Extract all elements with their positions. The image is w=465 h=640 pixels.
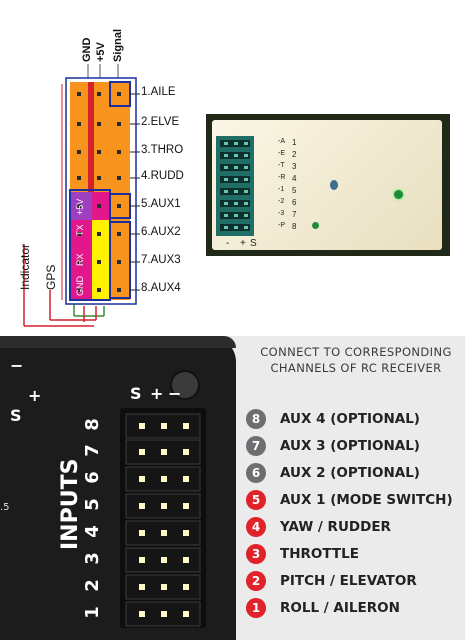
channel-label-4: 4.RUDD xyxy=(141,170,184,182)
input-number-1: 1 xyxy=(81,606,103,619)
header-signal-label: Signal xyxy=(112,28,124,62)
label-leaders xyxy=(130,93,140,291)
instruction-line-2: CHANNELS OF RC RECEIVER xyxy=(270,361,442,375)
input-number-4: 4 xyxy=(81,525,103,538)
rx-pin-label-t: -T xyxy=(278,162,285,169)
input-number-2: 2 xyxy=(81,579,103,592)
header-gnd-label: GND xyxy=(81,37,93,62)
channel-label: AUX 4 (OPTIONAL) xyxy=(280,411,420,427)
channel-label-6: 6.AUX2 xyxy=(141,226,181,238)
channel-label: YAW / RUDDER xyxy=(280,519,391,535)
instruction-text: CONNECT TO CORRESPONDING CHANNELS OF RC … xyxy=(256,344,456,376)
rx-plus-label: + xyxy=(240,238,246,249)
side-rx-label: RX xyxy=(75,253,85,266)
rx-pin-number-2: 2 xyxy=(292,150,297,159)
channel-row-8: 8 AUX 4 (OPTIONAL) xyxy=(246,408,420,430)
side-gnd-label: GND xyxy=(75,276,85,296)
instruction-line-1: CONNECT TO CORRESPONDING xyxy=(260,345,452,359)
channel-row-4: 4 YAW / RUDDER xyxy=(246,516,391,538)
rx-pin-label-e: -E xyxy=(278,150,285,157)
input-number-7: 7 xyxy=(81,444,103,457)
status-led-blue xyxy=(330,180,338,190)
pinout-diagram xyxy=(0,0,200,336)
channel-badge: 7 xyxy=(246,436,266,456)
rx-pin-label-2: -2 xyxy=(278,198,285,205)
channel-label-8: 8.AUX4 xyxy=(141,282,181,294)
pin-header-graphic xyxy=(125,413,201,627)
rx-pin-number-6: 6 xyxy=(292,198,297,207)
flight-controller-panel: S + − S + − INPUTS .5 8 7 6 5 4 3 2 1 xyxy=(0,336,465,640)
channel-row-5: 5 AUX 1 (MODE SWITCH) xyxy=(246,489,453,511)
indicator-label: Indicator xyxy=(18,243,32,290)
channel-badge: 6 xyxy=(246,463,266,483)
header-5v-label: +5V xyxy=(95,42,107,62)
channel-label: AUX 3 (OPTIONAL) xyxy=(280,438,420,454)
rx-pin-number-4: 4 xyxy=(292,174,297,183)
side-tx-label: TX xyxy=(75,224,85,236)
rx-pin-number-1: 1 xyxy=(292,138,297,147)
channel-badge: 3 xyxy=(246,544,266,564)
input-number-5: 5 xyxy=(81,498,103,511)
channel-label-5: 5.AUX1 xyxy=(141,198,181,210)
rx-pin-number-7: 7 xyxy=(292,210,297,219)
channel-badge: 8 xyxy=(246,409,266,429)
channel-row-1: 1 ROLL / AILERON xyxy=(246,597,400,619)
rx-pin-number-3: 3 xyxy=(292,162,297,171)
channel-label-3: 3.THRO xyxy=(141,144,184,156)
status-led-small xyxy=(312,222,319,229)
channel-row-6: 6 AUX 2 (OPTIONAL) xyxy=(246,462,420,484)
channel-row-7: 7 AUX 3 (OPTIONAL) xyxy=(246,435,420,457)
channel-badge: 4 xyxy=(246,517,266,537)
side-5v-label: +5V xyxy=(75,198,85,215)
input-number-8: 8 xyxy=(81,418,103,431)
receiver-photo: -A -E -T -R -1 -2 -3 -P 1 2 3 4 5 6 7 8 … xyxy=(206,114,450,256)
rx-pin-label-r: -R xyxy=(278,174,286,181)
rx-pin-number-5: 5 xyxy=(292,186,297,195)
pinout-graphic xyxy=(23,64,140,327)
inputs-label: INPUTS xyxy=(58,458,83,550)
left-s-label: S xyxy=(10,406,22,425)
rx-pin-label-3: -3 xyxy=(278,210,285,217)
channel-badge: 5 xyxy=(246,490,266,510)
rx-minus-label: - xyxy=(226,238,230,249)
channel-label: AUX 2 (OPTIONAL) xyxy=(280,465,420,481)
header-plus-label: + xyxy=(150,384,164,403)
channel-badge: 1 xyxy=(246,598,266,618)
status-led-green xyxy=(394,190,403,199)
channel-label-1: 1.AILE xyxy=(141,86,176,98)
left-minus-label: − xyxy=(10,356,24,375)
mounting-screw xyxy=(170,370,200,400)
channel-label-7: 7.AUX3 xyxy=(141,254,181,266)
input-number-3: 3 xyxy=(81,552,103,565)
channel-label: THROTTLE xyxy=(280,546,359,562)
receiver-pin-graphic xyxy=(220,140,250,231)
channel-label: PITCH / ELEVATOR xyxy=(280,573,417,589)
rx-pin-number-8: 8 xyxy=(292,222,297,231)
channel-label: AUX 1 (MODE SWITCH) xyxy=(280,492,453,508)
rx-pin-label-a: -A xyxy=(278,138,285,145)
channel-label: ROLL / AILERON xyxy=(280,600,400,616)
rx-pin-label-p: -P xyxy=(278,222,285,229)
rx-pin-label-1: -1 xyxy=(278,186,285,193)
edge-label: .5 xyxy=(0,502,10,513)
controller-board-edge xyxy=(0,336,236,348)
connector-block xyxy=(65,77,137,305)
input-number-6: 6 xyxy=(81,471,103,484)
channel-badge: 2 xyxy=(246,571,266,591)
channel-row-2: 2 PITCH / ELEVATOR xyxy=(246,570,417,592)
left-plus-label: + xyxy=(28,386,42,405)
channel-row-3: 3 THROTTLE xyxy=(246,543,359,565)
rx-signal-label: S xyxy=(250,238,257,249)
gps-label: GPS xyxy=(44,264,58,290)
channel-label-2: 2.ELVE xyxy=(141,116,180,128)
header-s-label: S xyxy=(130,384,142,403)
header-minus-label: − xyxy=(168,384,182,403)
